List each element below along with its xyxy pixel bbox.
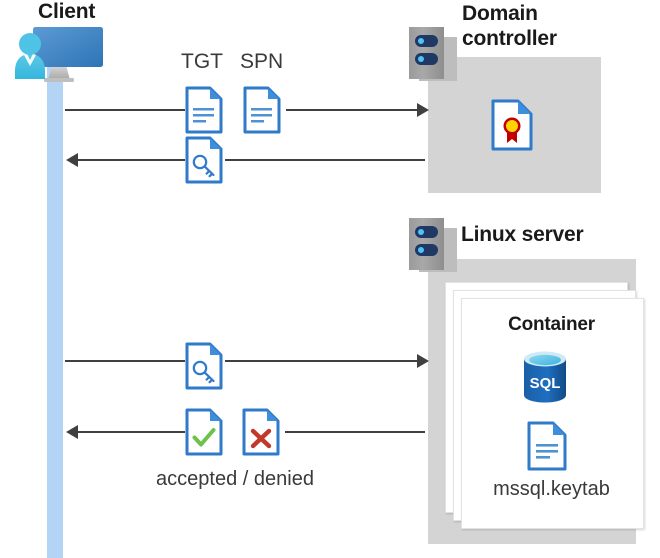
certificate-document-icon bbox=[491, 99, 533, 151]
flow-arrow-linux-to-client bbox=[66, 425, 78, 439]
ticket-key-document-icon-1 bbox=[185, 136, 223, 184]
flow-line-dc-to-client-right bbox=[225, 159, 425, 161]
accepted-denied-label: accepted / denied bbox=[156, 468, 314, 490]
domain-controller-title-line1: Domain bbox=[462, 2, 538, 25]
flow-line-client-to-linux-left bbox=[65, 360, 185, 362]
linux-server-rack-icon bbox=[409, 218, 444, 270]
accepted-document-icon bbox=[185, 408, 223, 456]
client-workstation-icon bbox=[8, 24, 108, 86]
flow-line-client-to-dc-left bbox=[65, 109, 185, 111]
domain-controller-title-line2: controller bbox=[462, 27, 557, 50]
denied-document-icon bbox=[242, 408, 280, 456]
container-card-front bbox=[461, 298, 644, 529]
ticket-key-document-icon-2 bbox=[185, 342, 223, 390]
flow-arrow-dc-to-client bbox=[66, 153, 78, 167]
sql-database-icon: SQL bbox=[521, 350, 569, 404]
flow-line-dc-to-client-left bbox=[78, 159, 185, 161]
flow-line-linux-to-client-right bbox=[285, 431, 425, 433]
client-title: Client bbox=[38, 0, 96, 23]
spn-document-icon bbox=[243, 86, 281, 134]
flow-arrow-client-to-linux bbox=[417, 354, 429, 368]
flow-arrow-client-to-dc bbox=[417, 103, 429, 117]
linux-server-title: Linux server bbox=[461, 223, 584, 246]
flow-line-client-to-dc-right bbox=[286, 109, 421, 111]
domain-controller-rack-icon bbox=[409, 27, 444, 79]
flow-line-client-to-linux-right bbox=[225, 360, 421, 362]
tgt-document-icon bbox=[185, 86, 223, 134]
keytab-document-icon bbox=[527, 421, 567, 471]
spn-label: SPN bbox=[240, 50, 284, 73]
client-lifeline bbox=[47, 60, 63, 558]
container-title: Container bbox=[508, 314, 595, 335]
flow-line-linux-to-client-left bbox=[78, 431, 185, 433]
keytab-file-label: mssql.keytab bbox=[493, 478, 610, 500]
tgt-label: TGT bbox=[181, 50, 223, 73]
sql-badge-text: SQL bbox=[530, 375, 561, 392]
